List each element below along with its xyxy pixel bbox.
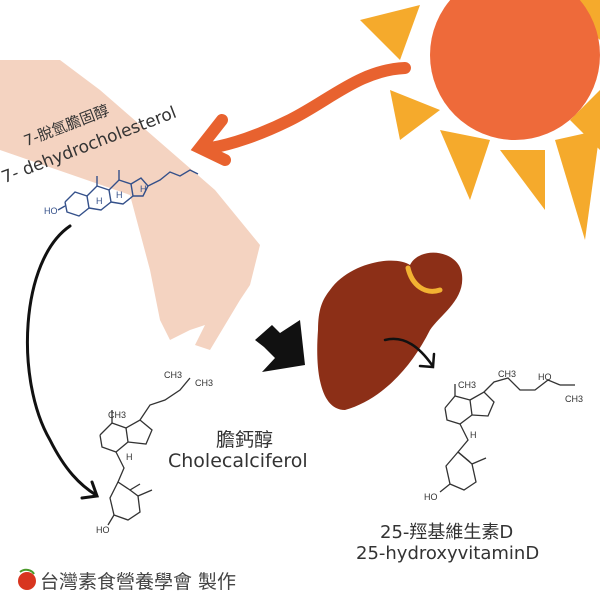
credit-text: 台灣素食營養學會 製作: [40, 571, 237, 593]
atom-label: HO: [96, 525, 110, 535]
cholecalciferol-name-zh: 膽鈣醇: [216, 429, 274, 451]
atom-label: H: [96, 196, 103, 206]
conversion-arrow-skin: [25, 224, 100, 500]
cholecalciferol-name-en: Cholecalciferol: [168, 450, 308, 472]
atom-label: CH3: [458, 380, 476, 390]
dehydrocholesterol-structure: [57, 169, 199, 217]
atom-label: CH3: [498, 369, 516, 379]
arm: [0, 60, 260, 350]
liver-conversion-arrow: [383, 337, 436, 369]
calcidiol-name-zh: 25-羥基維生素D: [380, 522, 514, 543]
calcidiol-structure: [439, 377, 575, 493]
atom-label: H: [470, 430, 477, 440]
calcidiol-name-en: 25-hydroxyvitaminD: [356, 543, 540, 564]
to-liver-arrow-icon: [255, 320, 305, 372]
atom-label: HO: [44, 206, 58, 216]
uv-arrow: [190, 62, 411, 166]
atom-label: CH3: [195, 378, 213, 388]
liver-icon: [317, 252, 463, 410]
sun-icon: [360, 0, 600, 240]
atom-label: CH3: [108, 410, 126, 420]
atom-label: HO: [424, 492, 438, 502]
atom-label: CH3: [565, 394, 583, 404]
atom-label: H: [126, 452, 133, 462]
tomato-logo-icon: [18, 568, 36, 590]
atom-label: H: [140, 184, 147, 194]
cholecalciferol-structure: [99, 377, 191, 526]
atom-label: CH3: [164, 370, 182, 380]
atom-label: H: [116, 190, 123, 200]
atom-label: HO: [538, 372, 552, 382]
